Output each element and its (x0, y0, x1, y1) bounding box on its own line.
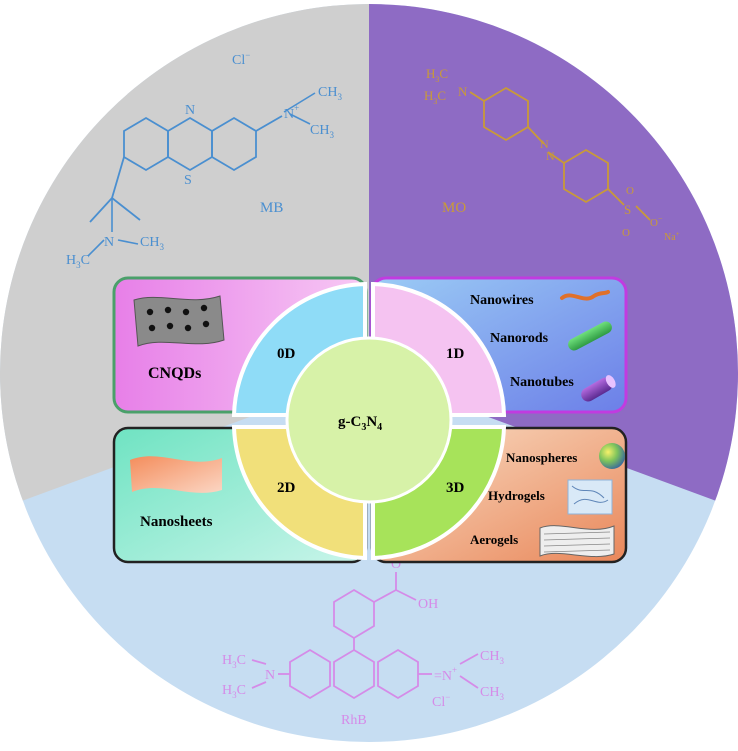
label-1d: 1D (446, 346, 465, 362)
rhb-right-methyl-2: CH3 (480, 685, 504, 702)
label-nanorods: Nanorods (490, 331, 549, 346)
center-circle (285, 336, 453, 504)
rhb-name: RhB (341, 713, 367, 728)
mb-extra-bonds (87, 92, 316, 257)
mo-azo-n2: N (546, 149, 555, 163)
mo-structure (469, 86, 651, 221)
label-hydrogels: Hydrogels (488, 488, 545, 503)
rhb-left-amine: N (265, 668, 275, 683)
label-2d: 2D (277, 480, 296, 496)
label-nanotubes: Nanotubes (510, 375, 574, 390)
mo-methyl-2: H3C (424, 88, 446, 106)
label-nanospheres: Nanospheres (506, 450, 577, 465)
nanorod-icon (568, 321, 612, 351)
mo-amine: N (458, 84, 468, 99)
mb-counterion: Cl− (232, 50, 250, 68)
label-0d: 0D (277, 346, 296, 362)
mo-methyl-1: H3C (426, 66, 448, 84)
rhb-right-methyl-1: CH3 (480, 649, 504, 666)
nanotube-icon (581, 375, 616, 402)
rhb-hydroxyl: OH (418, 597, 438, 612)
mo-name: MO (442, 200, 466, 216)
cnqds-illustration (133, 295, 225, 347)
label-cnqds: CNQDs (148, 365, 201, 382)
mo-sulfonate-o2: O (622, 227, 630, 239)
mb-labels: N S Cl− N+ CH3 CH3 N H3C CH3 MB (66, 50, 342, 270)
mb-ring-s: S (184, 173, 192, 188)
mo-sulfonate-o3: O− (650, 214, 663, 229)
mb-right-methyl-1: CH3 (318, 85, 342, 102)
dimension-labels: 0D 1D 2D 3D (277, 346, 465, 496)
mb-name: MB (260, 200, 283, 216)
center-label: g-C3N4 (338, 414, 382, 433)
mb-ring-n: N (185, 103, 195, 118)
label-aerogels: Aerogels (470, 532, 518, 547)
hydrogel-icon (567, 479, 613, 515)
rhb-counterion: Cl− (432, 692, 450, 710)
mo-azo-n1: N (540, 137, 549, 151)
mo-labels: N N N H3C H3C S O O O− Na+ MO (424, 66, 680, 243)
rhb-structure (251, 572, 479, 700)
rhb-carbonyl-o: O (391, 557, 401, 572)
rhb-left-methyl-1: H3C (222, 653, 246, 670)
mb-left-amine: N (104, 235, 114, 250)
rhb-labels: O OH N H3C H3C =N+ CH3 CH3 Cl− RhB (222, 557, 504, 728)
mb-right-methyl-2: CH3 (310, 123, 334, 140)
mb-right-amine: N+ (284, 103, 299, 122)
nanosheet-icon (130, 456, 222, 493)
mb-left-methyl-2: CH3 (140, 235, 164, 252)
nanowire-icon (560, 290, 610, 301)
label-3d: 3D (446, 480, 465, 496)
rhb-right-amine: =N+ (434, 665, 457, 684)
mo-sulfonate-s: S (624, 202, 631, 217)
mb-structure (89, 115, 283, 223)
label-nanosheets: Nanosheets (140, 514, 213, 530)
rhb-left-methyl-2: H3C (222, 683, 246, 700)
mo-sodium: Na+ (664, 230, 680, 243)
label-nanowires: Nanowires (470, 293, 534, 308)
nanosphere-icon (599, 443, 625, 469)
aerogel-icon (539, 525, 615, 558)
mo-sulfonate-o1: O (626, 185, 634, 197)
mb-left-methyl-1: H3C (66, 253, 90, 270)
